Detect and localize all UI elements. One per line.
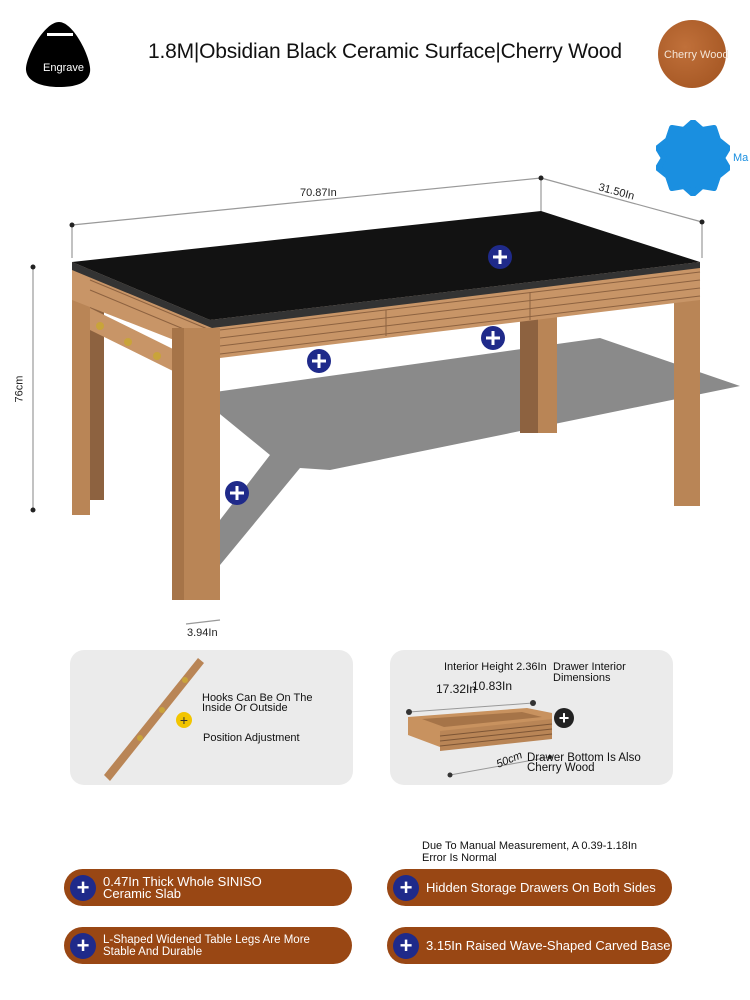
hooks-text-1: Hooks Can Be On The [202, 692, 313, 704]
plus-marker-icon[interactable] [481, 326, 505, 350]
drawer-bottom-text-2: Cherry Wood [527, 762, 595, 774]
hooks-text-2: Inside Or Outside [202, 702, 288, 714]
engrave-label: Engrave [43, 62, 84, 74]
height-dimension: 76cm [13, 375, 26, 403]
plus-icon: + [70, 932, 96, 959]
feature-text: L-Shaped Widened Table Legs Are More [103, 933, 310, 946]
note-line-1: Due To Manual Measurement, A 0.39-1.18In [422, 840, 638, 852]
drawer-bottom-text-1: Drawer Bottom Is Also [527, 752, 641, 764]
feature-hidden-drawers[interactable]: + Hidden Storage Drawers On Both Sides [387, 869, 672, 906]
feature-text: Stable And Durable [103, 945, 203, 958]
ceramic-tabletop [72, 211, 700, 320]
cherry-wood-swatch[interactable] [658, 20, 726, 88]
plus-icon: + [70, 874, 96, 901]
product-title: 1.8M|Obsidian Black Ceramic Surface|Cher… [148, 40, 622, 63]
length-dimension: 70.87In [300, 187, 337, 199]
table-illustration [30, 175, 740, 625]
feature-carved-base[interactable]: + 3.15In Raised Wave-Shaped Carved Base [387, 927, 672, 964]
plus-icon: + [393, 932, 419, 959]
hooks-panel: Hooks Can Be On The Inside Or Outside + … [70, 650, 353, 785]
drawer-panel: Interior Height 2.36In Drawer Interior D… [390, 650, 673, 785]
matte-badge-icon[interactable] [656, 120, 730, 196]
drawer-depth-label: 17.32In [436, 682, 477, 696]
plus-marker-icon[interactable] [488, 245, 512, 269]
note-line-2: Error Is Normal [422, 852, 497, 864]
feature-text: Hidden Storage Drawers On Both Sides [426, 879, 656, 895]
plus-icon: + [393, 874, 419, 901]
position-adjustment-label: Position Adjustment [203, 732, 300, 744]
measurement-note: Due To Manual Measurement, A 0.39-1.18In… [422, 840, 637, 864]
drawer-title-1: Drawer Interior [553, 661, 626, 673]
feature-text: Ceramic Slab [103, 885, 182, 901]
plus-icon[interactable]: + [554, 708, 574, 728]
engrave-option-icon[interactable] [24, 20, 94, 88]
table-leg [674, 268, 700, 506]
matte-badge-label: Ma [733, 152, 749, 164]
drawer-image [406, 700, 553, 778]
drawer-title-2: Dimensions [553, 672, 611, 684]
feature-text: 0.47In Thick Whole SINISO [103, 873, 262, 889]
table-leg [72, 268, 90, 515]
leg-width-dimension: 3.94In [187, 627, 218, 639]
table-shadow [215, 338, 740, 565]
plus-marker-icon[interactable] [225, 481, 249, 505]
drawer-width-label: 10.83In [472, 679, 513, 693]
plus-icon[interactable]: + [176, 712, 192, 728]
dimension-lines [32, 177, 703, 625]
plus-marker-icon[interactable] [307, 349, 331, 373]
feature-text: 3.15In Raised Wave-Shaped Carved Base [426, 937, 671, 953]
cherry-wood-label: Cherry Wood [664, 49, 729, 61]
interior-height-label: Interior Height 2.36In [444, 661, 547, 673]
hook-rail-image [104, 658, 204, 781]
hotspot-markers [225, 245, 512, 505]
